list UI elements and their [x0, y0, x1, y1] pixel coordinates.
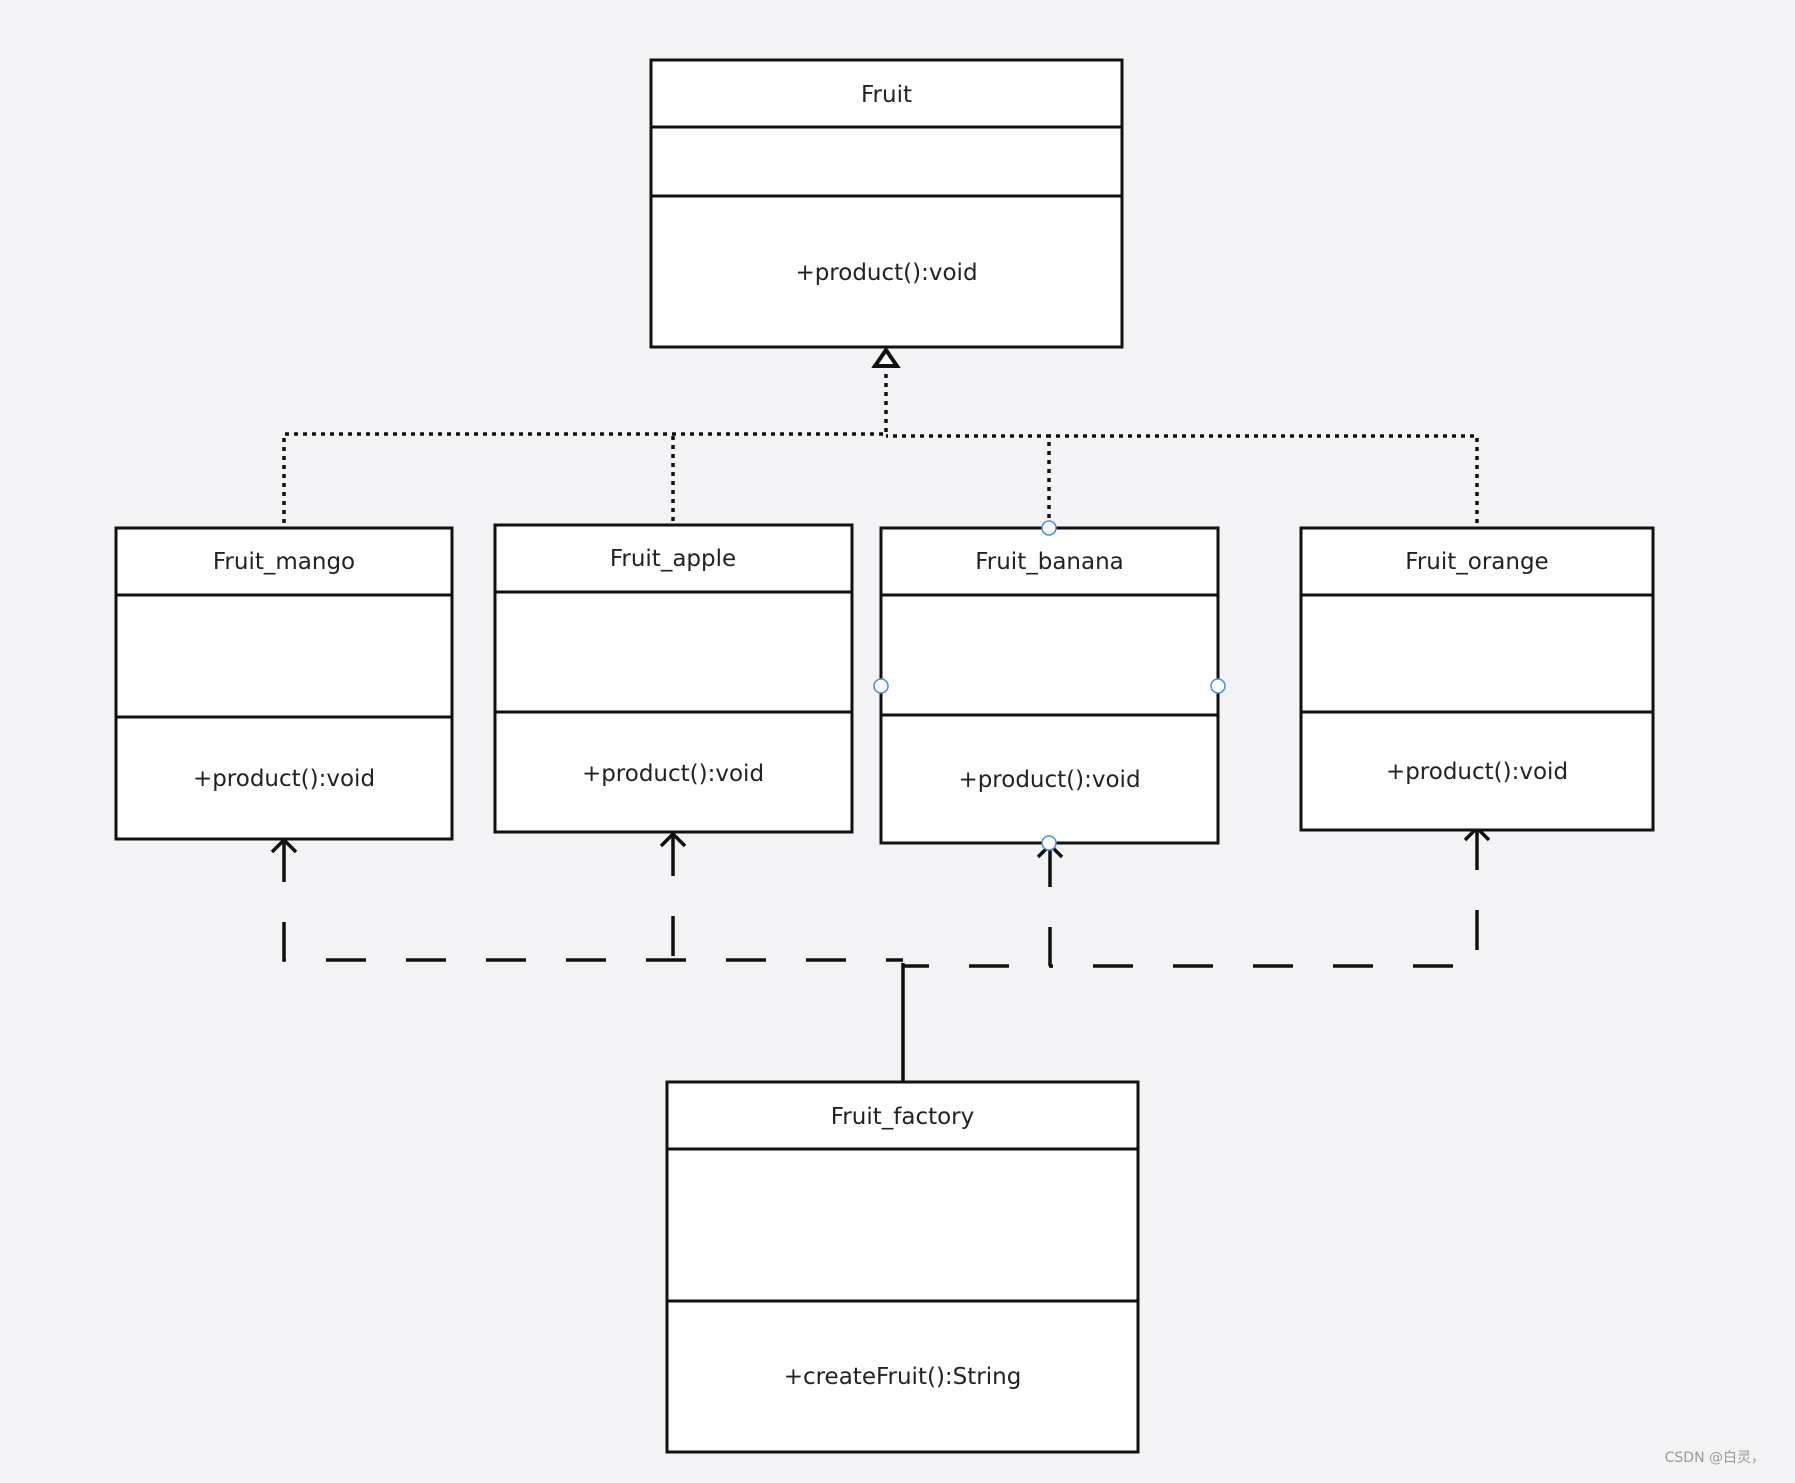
realization-arrowhead [871, 346, 901, 368]
class-name: Fruit [861, 82, 912, 108]
watermark: CSDN @白灵， [1664, 1450, 1765, 1466]
class-name: Fruit_apple [610, 546, 736, 572]
selection-handle-bottom[interactable] [1041, 835, 1057, 851]
class-name: Fruit_mango [213, 549, 355, 575]
class-fruit-orange[interactable]: Fruit_orange +product():void [1299, 526, 1655, 832]
class-fruit-banana[interactable]: Fruit_banana +product():void [873, 520, 1226, 851]
class-name: Fruit_banana [975, 549, 1124, 575]
class-method: +product():void [958, 767, 1140, 793]
class-method: +product():void [1386, 759, 1568, 785]
dependency-edge-mango[interactable] [282, 842, 903, 962]
class-fruit-mango[interactable]: Fruit_mango +product():void [114, 526, 454, 841]
realization-edge-orange[interactable] [1049, 434, 1479, 523]
realization-edge-banana[interactable] [886, 434, 1051, 527]
class-name: Fruit_factory [831, 1104, 975, 1130]
class-method: +product():void [193, 766, 375, 792]
realization-edge-mango[interactable] [282, 372, 888, 523]
class-fruit-apple[interactable]: Fruit_apple +product():void [493, 523, 854, 834]
dependency-arrowhead-apple [659, 831, 687, 848]
class-name: Fruit_orange [1405, 549, 1548, 575]
realization-edges [282, 346, 1479, 527]
class-method: +createFruit():String [784, 1364, 1022, 1390]
dependency-edge-banana[interactable] [903, 847, 1052, 968]
class-fruit[interactable]: Fruit +product():void [649, 58, 1124, 349]
selection-handle-right[interactable] [1210, 678, 1226, 694]
class-fruit-factory[interactable]: Fruit_factory +createFruit():String [665, 1080, 1140, 1454]
dependency-edge-orange[interactable] [1050, 830, 1479, 968]
dependency-edges [270, 825, 1491, 1081]
selection-handle-top[interactable] [1041, 520, 1057, 536]
class-method: +product():void [795, 260, 977, 286]
selection-handle-left[interactable] [873, 678, 889, 694]
class-method: +product():void [582, 761, 764, 787]
